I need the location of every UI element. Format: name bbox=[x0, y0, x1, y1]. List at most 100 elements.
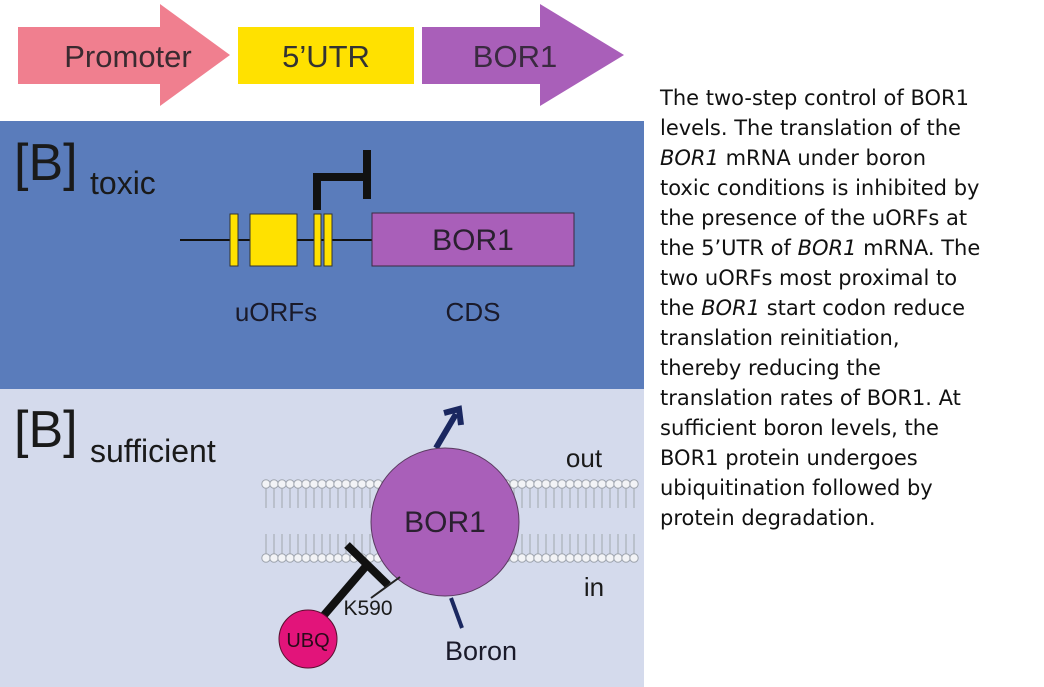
lipid-head bbox=[301, 479, 311, 489]
lipid-head bbox=[597, 479, 607, 489]
lipid-head bbox=[613, 479, 623, 489]
lipid-head bbox=[269, 553, 279, 563]
lipid-head bbox=[341, 479, 351, 489]
lipid-head bbox=[589, 479, 599, 489]
caption-text: translation rates of BOR1. At bbox=[660, 386, 961, 410]
ubiquitin-tbar bbox=[344, 542, 391, 588]
uorf-4 bbox=[323, 213, 333, 267]
lipid-head bbox=[517, 553, 527, 563]
caption-line: ubiquitination followed by bbox=[660, 473, 1032, 503]
lipid-head bbox=[509, 479, 519, 489]
uorf-1 bbox=[229, 213, 239, 267]
export-arrow bbox=[433, 412, 459, 450]
gene-label: BOR1 bbox=[473, 39, 557, 74]
lipid-head bbox=[301, 553, 311, 563]
lipid-head bbox=[621, 479, 631, 489]
boron-line bbox=[449, 597, 464, 629]
lipid-head bbox=[629, 553, 639, 563]
lipid-head bbox=[573, 553, 583, 563]
caption-text: thereby reducing the bbox=[660, 356, 881, 380]
gene-arrow bbox=[422, 4, 624, 106]
gene-construct: Promoter 5’UTR BOR1 bbox=[18, 4, 624, 106]
lipid-head bbox=[621, 553, 631, 563]
caption-line: translation reinitiation, bbox=[660, 323, 1032, 353]
lipid-head bbox=[525, 553, 535, 563]
caption-text: mRNA under boron bbox=[718, 146, 927, 170]
lipid-head bbox=[605, 479, 615, 489]
lipid-head bbox=[597, 553, 607, 563]
caption-text: the 5’UTR of bbox=[660, 236, 798, 260]
caption-line: protein degradation. bbox=[660, 503, 1032, 533]
toxic-panel: [B] toxic BOR1 uORFs CDS bbox=[0, 121, 644, 389]
sufficient-condition-bracket: [B] bbox=[14, 401, 78, 459]
caption-text: start codon reduce bbox=[760, 296, 966, 320]
lipid-head bbox=[325, 553, 335, 563]
lipid-head bbox=[573, 479, 583, 489]
uorfs-label: uORFs bbox=[235, 297, 317, 327]
caption-text: translation reinitiation, bbox=[660, 326, 900, 350]
lipid-head bbox=[261, 479, 271, 489]
utr-label: 5’UTR bbox=[282, 39, 370, 74]
lipid-head bbox=[533, 553, 543, 563]
lipid-head bbox=[325, 479, 335, 489]
lipid-head bbox=[581, 479, 591, 489]
figure-caption: The two-step control of BOR1 levels. The … bbox=[660, 83, 1032, 533]
utr-box bbox=[238, 27, 414, 84]
caption-line: BOR1 mRNA under boron bbox=[660, 143, 1032, 173]
caption-gene-name: BOR1 bbox=[701, 296, 761, 320]
lipid-head bbox=[541, 553, 551, 563]
lipid-head bbox=[341, 553, 351, 563]
k590-pointer bbox=[370, 576, 401, 599]
cds-box-label: BOR1 bbox=[432, 224, 514, 257]
lipid-head bbox=[333, 553, 343, 563]
lipid-head bbox=[261, 553, 271, 563]
caption-text: the presence of the uORFs at bbox=[660, 206, 968, 230]
lipid-head bbox=[541, 479, 551, 489]
caption-line: The two-step control of BOR1 bbox=[660, 83, 1032, 113]
lipid-head bbox=[349, 479, 359, 489]
in-label: in bbox=[584, 572, 604, 602]
lipid-head bbox=[293, 479, 303, 489]
lipid-head bbox=[613, 553, 623, 563]
promoter-arrow bbox=[18, 4, 230, 106]
lipid-head bbox=[365, 479, 375, 489]
caption-gene-name: BOR1 bbox=[797, 236, 857, 260]
caption-line: levels. The translation of the bbox=[660, 113, 1032, 143]
caption-text: mRNA. The bbox=[856, 236, 981, 260]
caption-line: the presence of the uORFs at bbox=[660, 203, 1032, 233]
lipid-head bbox=[317, 479, 327, 489]
lipid-head bbox=[333, 479, 343, 489]
bor1-protein bbox=[370, 447, 520, 597]
sufficient-condition-subscript: sufficient bbox=[90, 433, 216, 469]
export-arrowhead bbox=[443, 405, 464, 426]
lipid-head bbox=[309, 479, 319, 489]
bor1-protein-label: BOR1 bbox=[404, 506, 486, 539]
cds-caption: CDS bbox=[446, 297, 501, 327]
caption-text: the bbox=[660, 296, 702, 320]
caption-line: translation rates of BOR1. At bbox=[660, 383, 1032, 413]
ubq-label: UBQ bbox=[286, 630, 329, 652]
lipid-head bbox=[517, 479, 527, 489]
caption-line: thereby reducing the bbox=[660, 353, 1032, 383]
lipid-head bbox=[525, 479, 535, 489]
k590-label: K590 bbox=[343, 597, 392, 620]
lipid-head bbox=[589, 553, 599, 563]
caption-text: BOR1 protein undergoes bbox=[660, 446, 918, 470]
lipid-head bbox=[269, 479, 279, 489]
caption-text: protein degradation. bbox=[660, 506, 876, 530]
caption-text: The two-step control of BOR1 bbox=[660, 86, 969, 110]
lipid-head bbox=[277, 553, 287, 563]
inhibition-bracket bbox=[313, 173, 367, 210]
lipid-head bbox=[317, 553, 327, 563]
ubq-circle bbox=[278, 609, 338, 669]
caption-line: two uORFs most proximal to bbox=[660, 263, 1032, 293]
sufficient-panel: [B] sufficient BOR1 out in K590 UBQ Boro… bbox=[0, 389, 644, 687]
caption-line: the BOR1 start codon reduce bbox=[660, 293, 1032, 323]
boron-label: Boron bbox=[445, 636, 517, 666]
lipid-head bbox=[557, 553, 567, 563]
lipid-head bbox=[549, 479, 559, 489]
caption-line: the 5’UTR of BOR1 mRNA. The bbox=[660, 233, 1032, 263]
lipid-head bbox=[629, 479, 639, 489]
lipid-head bbox=[557, 479, 567, 489]
lipid-head bbox=[565, 553, 575, 563]
